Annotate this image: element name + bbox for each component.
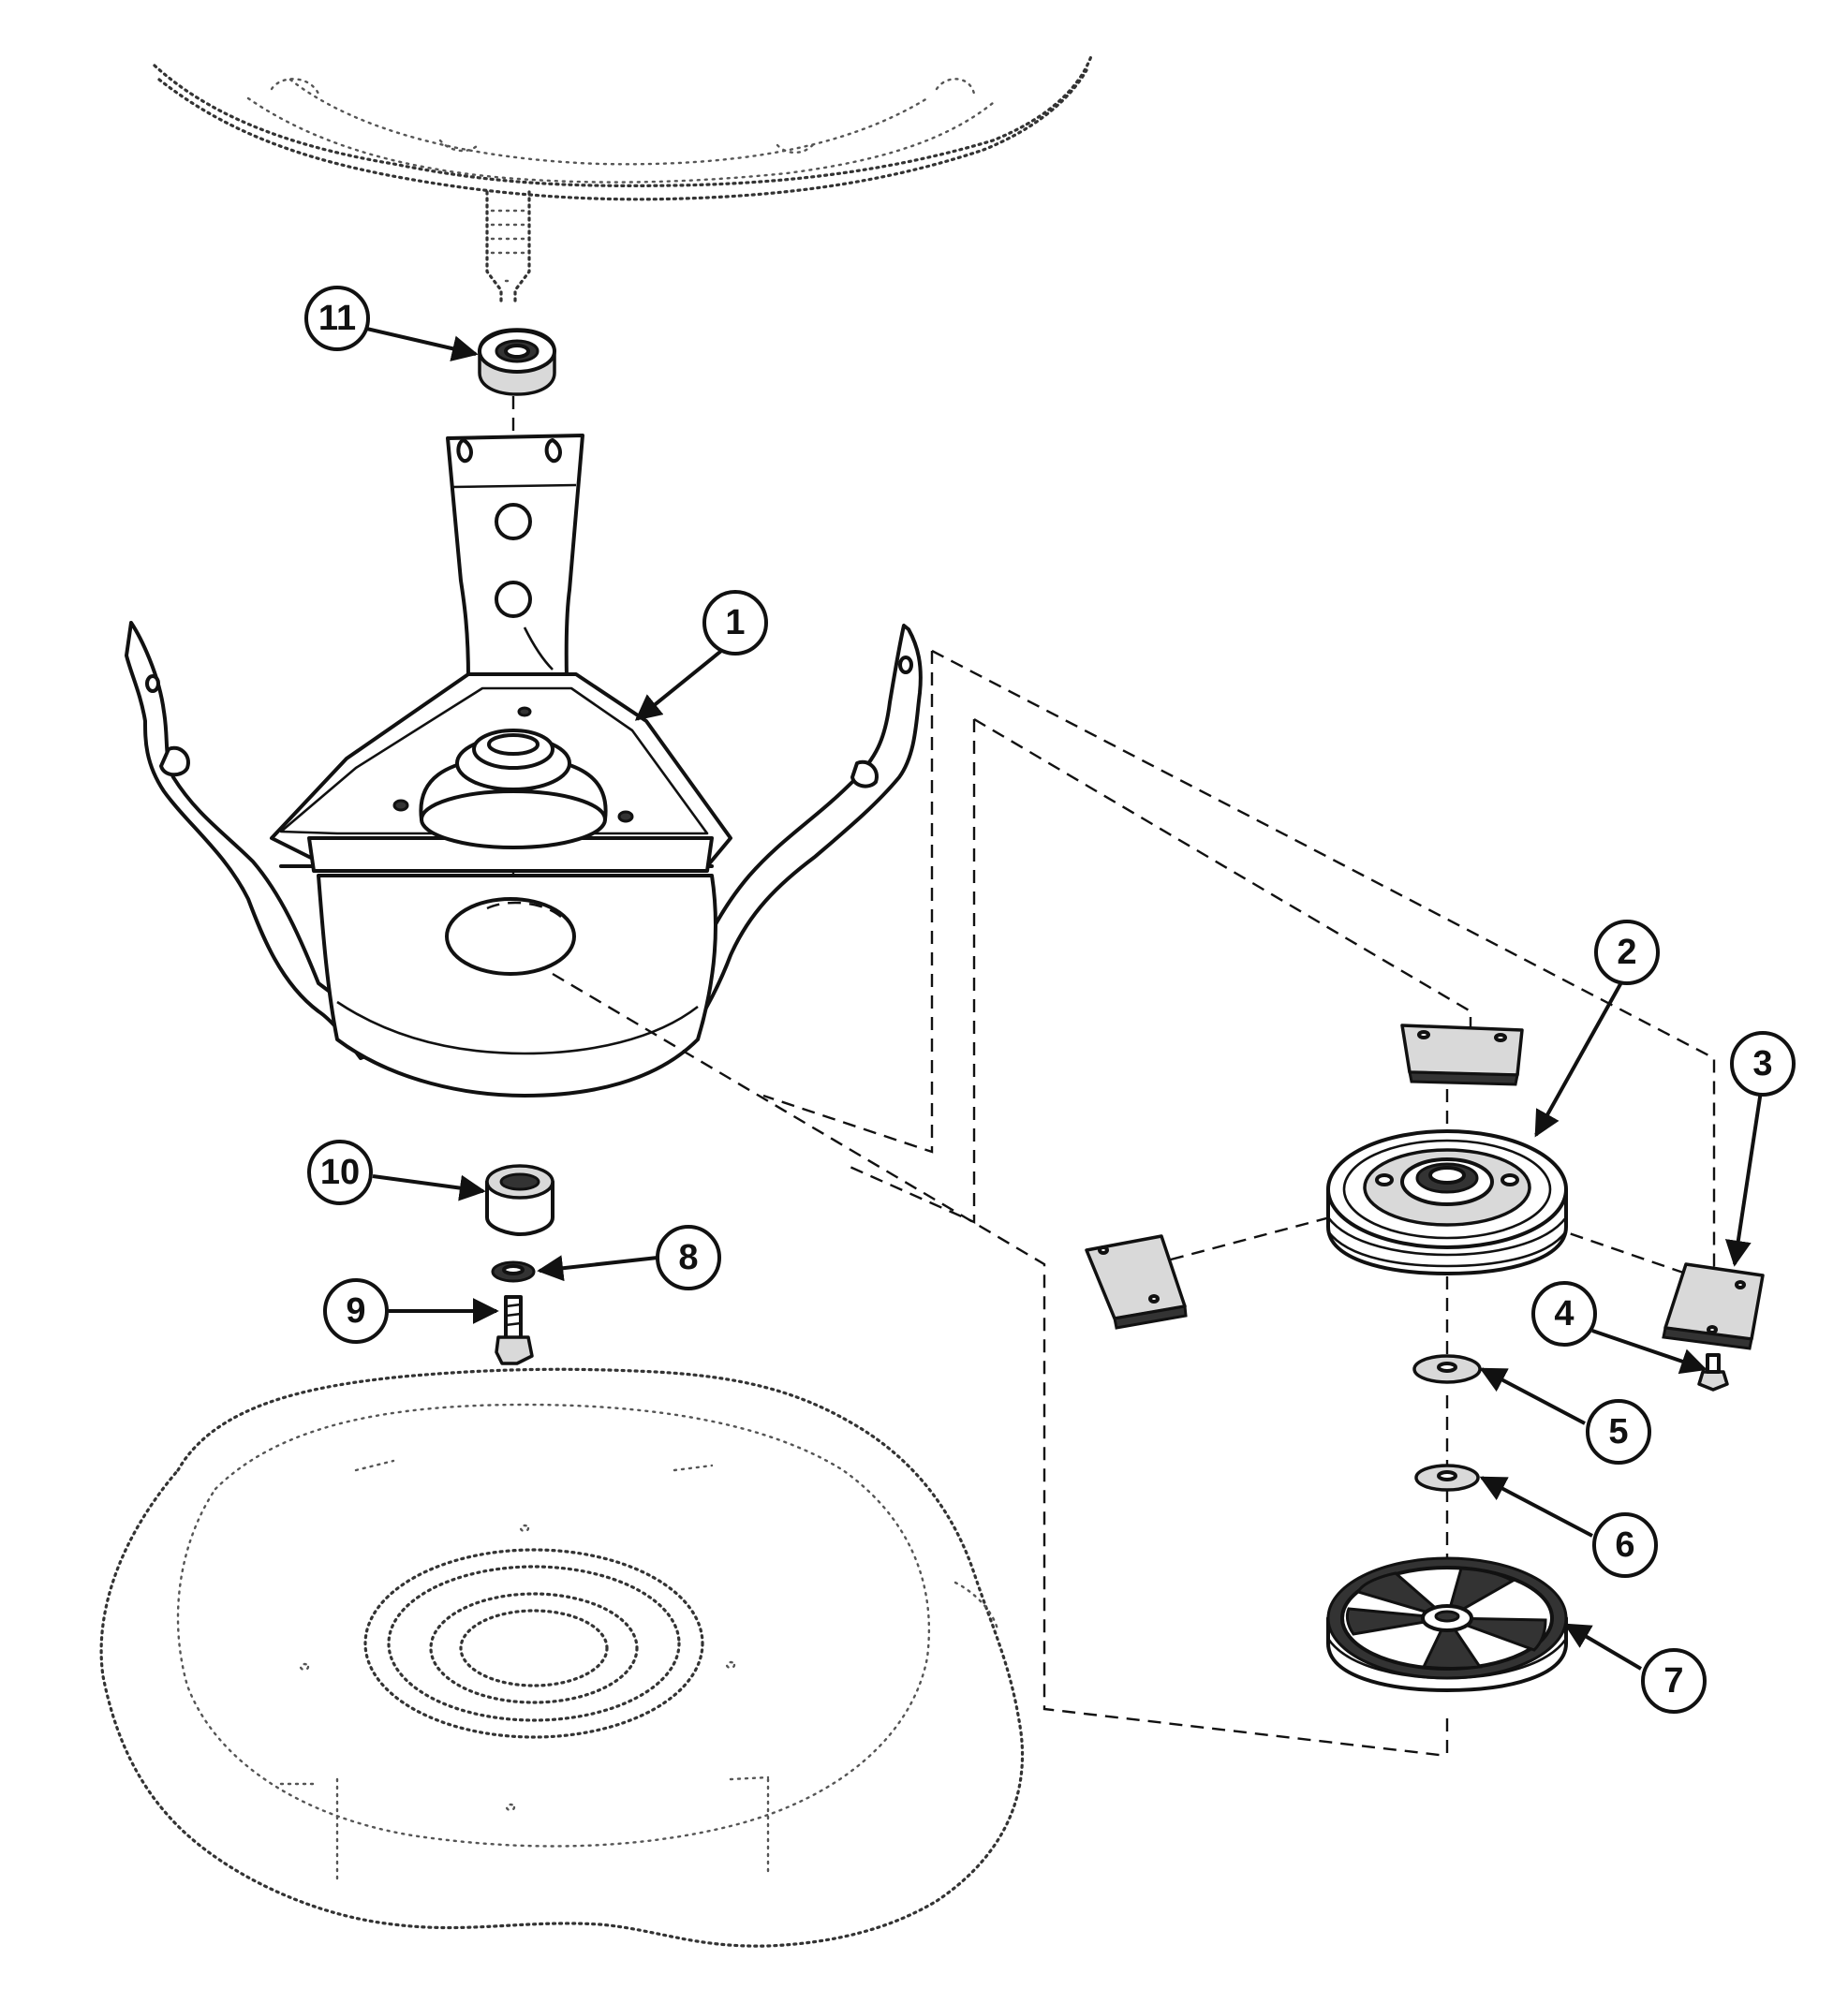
drive-shaft [485, 190, 531, 306]
outer-tub-phantom [153, 54, 1093, 201]
callout-1: 1 [702, 590, 768, 656]
callout-6-label: 6 [1615, 1525, 1634, 1565]
pad-part-3-left [1085, 1234, 1188, 1330]
bolt-part-9 [495, 1295, 534, 1365]
pad-part-3-top [1400, 1024, 1524, 1086]
callout-7: 7 [1641, 1648, 1707, 1714]
bushing-part-10 [485, 1164, 554, 1236]
callout-4: 4 [1531, 1281, 1597, 1347]
callout-11-label: 11 [318, 299, 356, 338]
callout-10-label: 10 [320, 1153, 360, 1192]
callout-9: 9 [323, 1278, 389, 1344]
callout-9-label: 9 [346, 1291, 365, 1331]
callout-5-label: 5 [1608, 1412, 1628, 1451]
pad-part-3-right [1662, 1262, 1765, 1350]
callout-7-label: 7 [1663, 1661, 1683, 1701]
washer-part-8 [491, 1260, 536, 1283]
washer-part-5 [1412, 1354, 1482, 1384]
callout-1-label: 1 [725, 603, 745, 642]
callout-2: 2 [1594, 920, 1660, 985]
pulley-part-7 [1326, 1556, 1568, 1692]
callout-3-label: 3 [1752, 1044, 1772, 1083]
callout-8: 8 [656, 1225, 721, 1290]
callout-6: 6 [1592, 1512, 1658, 1578]
washer-part-6 [1414, 1464, 1480, 1492]
callout-11: 11 [304, 286, 370, 351]
callout-10: 10 [307, 1140, 373, 1205]
callout-3: 3 [1730, 1031, 1796, 1097]
callout-5: 5 [1586, 1399, 1651, 1465]
callout-4-label: 4 [1554, 1294, 1574, 1333]
callout-8-label: 8 [678, 1238, 698, 1277]
screw-part-4 [1697, 1353, 1729, 1392]
pulley-part-2 [1326, 1129, 1568, 1275]
callout-2-label: 2 [1617, 933, 1636, 972]
suspension-bracket-part-1 [125, 434, 923, 1098]
bearing-part-11 [478, 328, 556, 396]
base-phantom [99, 1367, 1025, 1948]
